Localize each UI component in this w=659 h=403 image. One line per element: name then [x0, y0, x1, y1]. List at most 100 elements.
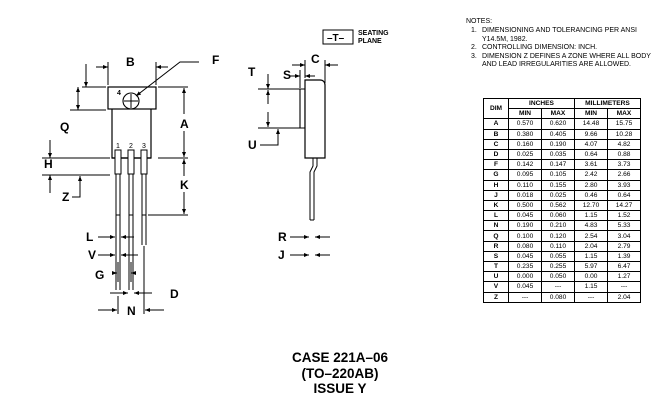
dim-cell: F [483, 159, 509, 171]
mm-max-cell: 0.64 [607, 189, 641, 201]
inches-min-cell: 0.045 [508, 281, 542, 293]
inches-max-cell: --- [541, 281, 575, 293]
table-row: Z---0.080---2.04 [483, 291, 641, 303]
side-tab [299, 88, 306, 129]
mm-min-cell: 2.04 [574, 240, 608, 252]
dim-cell: H [483, 179, 509, 191]
dim-cell: D [483, 148, 509, 161]
dim-cell: G [483, 169, 509, 181]
mm-max-cell: 3.93 [607, 179, 641, 191]
mm-min-cell: 2.80 [574, 179, 608, 191]
inches-max-cell: 0.210 [541, 220, 575, 232]
label-s: S [283, 68, 291, 82]
mm-max-cell: 5.33 [607, 220, 641, 232]
dim-cell: Q [483, 230, 509, 242]
inches-max-cell: 0.110 [541, 240, 575, 252]
inches-min-cell: 0.190 [508, 220, 542, 232]
mm-min-cell: 14.48 [574, 118, 608, 130]
label-j: J [278, 248, 285, 262]
inches-max-cell: 0.190 [541, 138, 575, 150]
inches-min-cell: 0.018 [508, 189, 542, 201]
inches-max-cell: 0.405 [541, 128, 575, 140]
mm-min-cell: 2.54 [574, 230, 608, 242]
label-l: L [86, 230, 93, 244]
millimeters-header: MILLIMETERS [574, 97, 641, 110]
mm-min-cell: 3.61 [574, 159, 608, 171]
mm-min-cell: 1.15 [574, 210, 608, 222]
notes: NOTES: 1. DIMENSIONING AND TOLERANCING P… [466, 18, 658, 69]
dim-cell: K [483, 199, 509, 212]
mm-max-cell: 3.04 [607, 230, 641, 242]
mm-min-cell: 1.15 [574, 250, 608, 263]
seating-plane-label-1: SEATING [358, 30, 389, 37]
inches-min-cell: 0.380 [508, 128, 542, 140]
inches-max-cell: 0.105 [541, 169, 575, 181]
mm-max-cell: 1.27 [607, 271, 641, 283]
note-item: 2. CONTROLLING DIMENSION: INCH. [466, 44, 658, 52]
note-text: CONTROLLING DIMENSION: INCH. [482, 44, 598, 52]
dim-cell: B [483, 128, 509, 140]
inches-min-cell: 0.045 [508, 210, 542, 222]
label-k: K [180, 178, 189, 192]
inches-min-cell: 0.095 [508, 169, 542, 181]
pin-1-label: 1 [116, 143, 120, 150]
inches-max-cell: 0.562 [541, 199, 575, 212]
dimensions-table: DIM INCHES MILLIMETERS MIN MAX MIN MAX A… [483, 97, 641, 303]
inches-min-cell: 0.570 [508, 118, 542, 130]
inches-min-cell: 0.142 [508, 159, 542, 171]
inches-min-cell: 0.110 [508, 179, 542, 191]
mm-max-header: MAX [607, 108, 641, 120]
label-t: T [248, 65, 256, 79]
inches-max-cell: 0.055 [541, 250, 575, 263]
inches-min-header: MIN [508, 108, 542, 120]
dim-cell: Z [483, 291, 509, 303]
mm-min-cell: 9.66 [574, 128, 608, 140]
inches-max-cell: 0.620 [541, 118, 575, 130]
mm-min-cell: 0.64 [574, 148, 608, 161]
inches-max-cell: 0.080 [541, 291, 575, 303]
mm-max-cell: 4.82 [607, 138, 641, 150]
mm-max-cell: 14.27 [607, 199, 641, 212]
note-text: DIMENSION Z DEFINES A ZONE WHERE ALL BOD… [482, 52, 651, 69]
inches-min-cell: 0.500 [508, 199, 542, 212]
lead-1 [114, 149, 122, 175]
table-header-row: DIM INCHES MILLIMETERS [483, 97, 641, 120]
note-number: 1. [471, 27, 477, 35]
package-type: (TO–220AB) [301, 365, 379, 381]
mm-min-cell: 5.97 [574, 260, 608, 273]
mm-max-cell: --- [607, 281, 641, 293]
dim-cell: C [483, 138, 509, 150]
dim-cell: J [483, 189, 509, 201]
dim-cell: T [483, 260, 509, 273]
inches-max-cell: 0.025 [541, 189, 575, 201]
mm-max-cell: 1.52 [607, 210, 641, 222]
lead-3 [140, 149, 148, 175]
case-number: CASE 221A–06 [291, 350, 389, 365]
pin-3-label: 3 [142, 143, 146, 150]
seating-plane-ref: –T– [327, 33, 345, 44]
dim-header: DIM [483, 97, 509, 120]
side-view [258, 29, 354, 257]
pin-2-label: 2 [129, 143, 133, 150]
mm-min-cell: 0.46 [574, 189, 608, 201]
case-caption: CASE 221A–06 (TO–220AB) ISSUE Y [260, 350, 420, 397]
label-r: R [278, 230, 287, 244]
inches-max-cell: 0.050 [541, 271, 575, 283]
inches-max-cell: 0.155 [541, 179, 575, 191]
note-text: DIMENSIONING AND TOLERANCING PER ANSI Y1… [482, 27, 637, 43]
inches-header: INCHES [508, 97, 575, 110]
inches-min-cell: 0.045 [508, 250, 542, 263]
side-body [304, 79, 326, 159]
inches-max-cell: 0.147 [541, 159, 575, 171]
issue-label: ISSUE Y [313, 381, 367, 396]
mounting-tab [107, 86, 157, 110]
inches-min-cell: 0.080 [508, 240, 542, 252]
